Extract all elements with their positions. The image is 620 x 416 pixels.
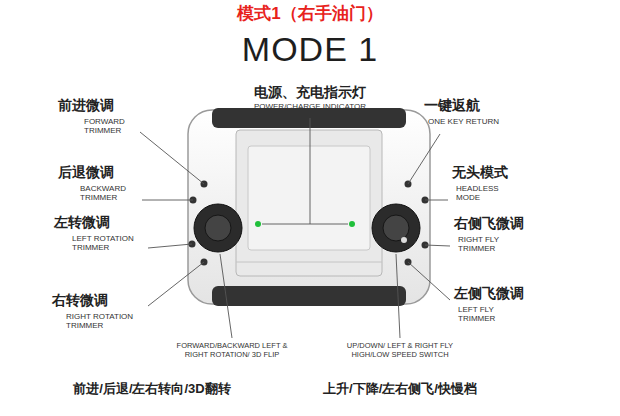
callout-label: RIGHT ROTATION TRIMMER	[66, 312, 144, 330]
left-stick	[194, 204, 242, 252]
callout-label: BACKWARD TRIMMER	[80, 184, 140, 202]
leader-line	[408, 134, 440, 184]
callout-label: 无头模式	[452, 164, 532, 180]
callout-label: UP/DOWN/ LEFT & RIGHT FLY HIGH/LOW SPEED…	[342, 342, 458, 359]
leader-lines	[140, 118, 450, 338]
power-led	[255, 221, 261, 227]
leader-line	[425, 200, 448, 201]
leader-line	[262, 224, 348, 225]
leader-line	[140, 132, 204, 184]
callout-label: LEFT FLY TRIMMER	[458, 305, 510, 323]
title: MODE 1	[160, 30, 460, 69]
callout-label: FORWARD TRIMMER	[84, 117, 140, 135]
callout-label: 电源、充电指示灯	[225, 84, 395, 100]
callout-label: 左侧飞微调	[454, 285, 554, 301]
leader-line	[148, 244, 192, 248]
trim-buttons	[189, 181, 429, 266]
callout-label: POWER/CHARGE INDICATOR	[225, 102, 395, 111]
callout-label: 前进微调	[58, 97, 138, 113]
callout-label: LEFT ROTATION TRIMMER	[72, 234, 144, 252]
callout-label: 上升/下降/左右侧飞/快慢档	[300, 382, 500, 397]
stick-button	[401, 237, 407, 243]
bottom-bumper	[212, 286, 406, 306]
controller-body	[188, 110, 430, 304]
callout-label: 前进/后退/左右转向/3D翻转	[52, 382, 252, 397]
right-stick	[372, 204, 420, 252]
leader-line	[396, 254, 400, 338]
subtitle: 模式1（右手油门）	[190, 4, 430, 24]
center-panel	[236, 130, 382, 276]
leader-line	[142, 200, 193, 201]
callout-label: ONE KEY RETURN	[428, 117, 518, 126]
right-stick-cap	[383, 215, 409, 241]
callout-label: 一键返航	[424, 97, 504, 113]
panel-seam	[236, 262, 382, 263]
callout-label: 右转微调	[52, 292, 132, 308]
center-window	[248, 146, 370, 250]
callout-label: RIGHT FLY TRIMMER	[458, 235, 510, 253]
leader-line	[425, 245, 450, 246]
callout-label: 左转微调	[54, 214, 134, 230]
left-stick-cap	[205, 215, 231, 241]
leader-line	[310, 118, 311, 224]
leader-line	[408, 262, 450, 300]
callout-label: HEADLESS MODE	[456, 184, 506, 202]
leader-line	[148, 262, 204, 306]
callout-label: FORWARD/BACKWARD LEFT & RIGHT ROTATION/ …	[174, 342, 290, 359]
charge-led	[349, 221, 355, 227]
leader-line	[220, 254, 232, 338]
callout-label: 右侧飞微调	[454, 215, 554, 231]
callout-label: 后退微调	[58, 164, 138, 180]
